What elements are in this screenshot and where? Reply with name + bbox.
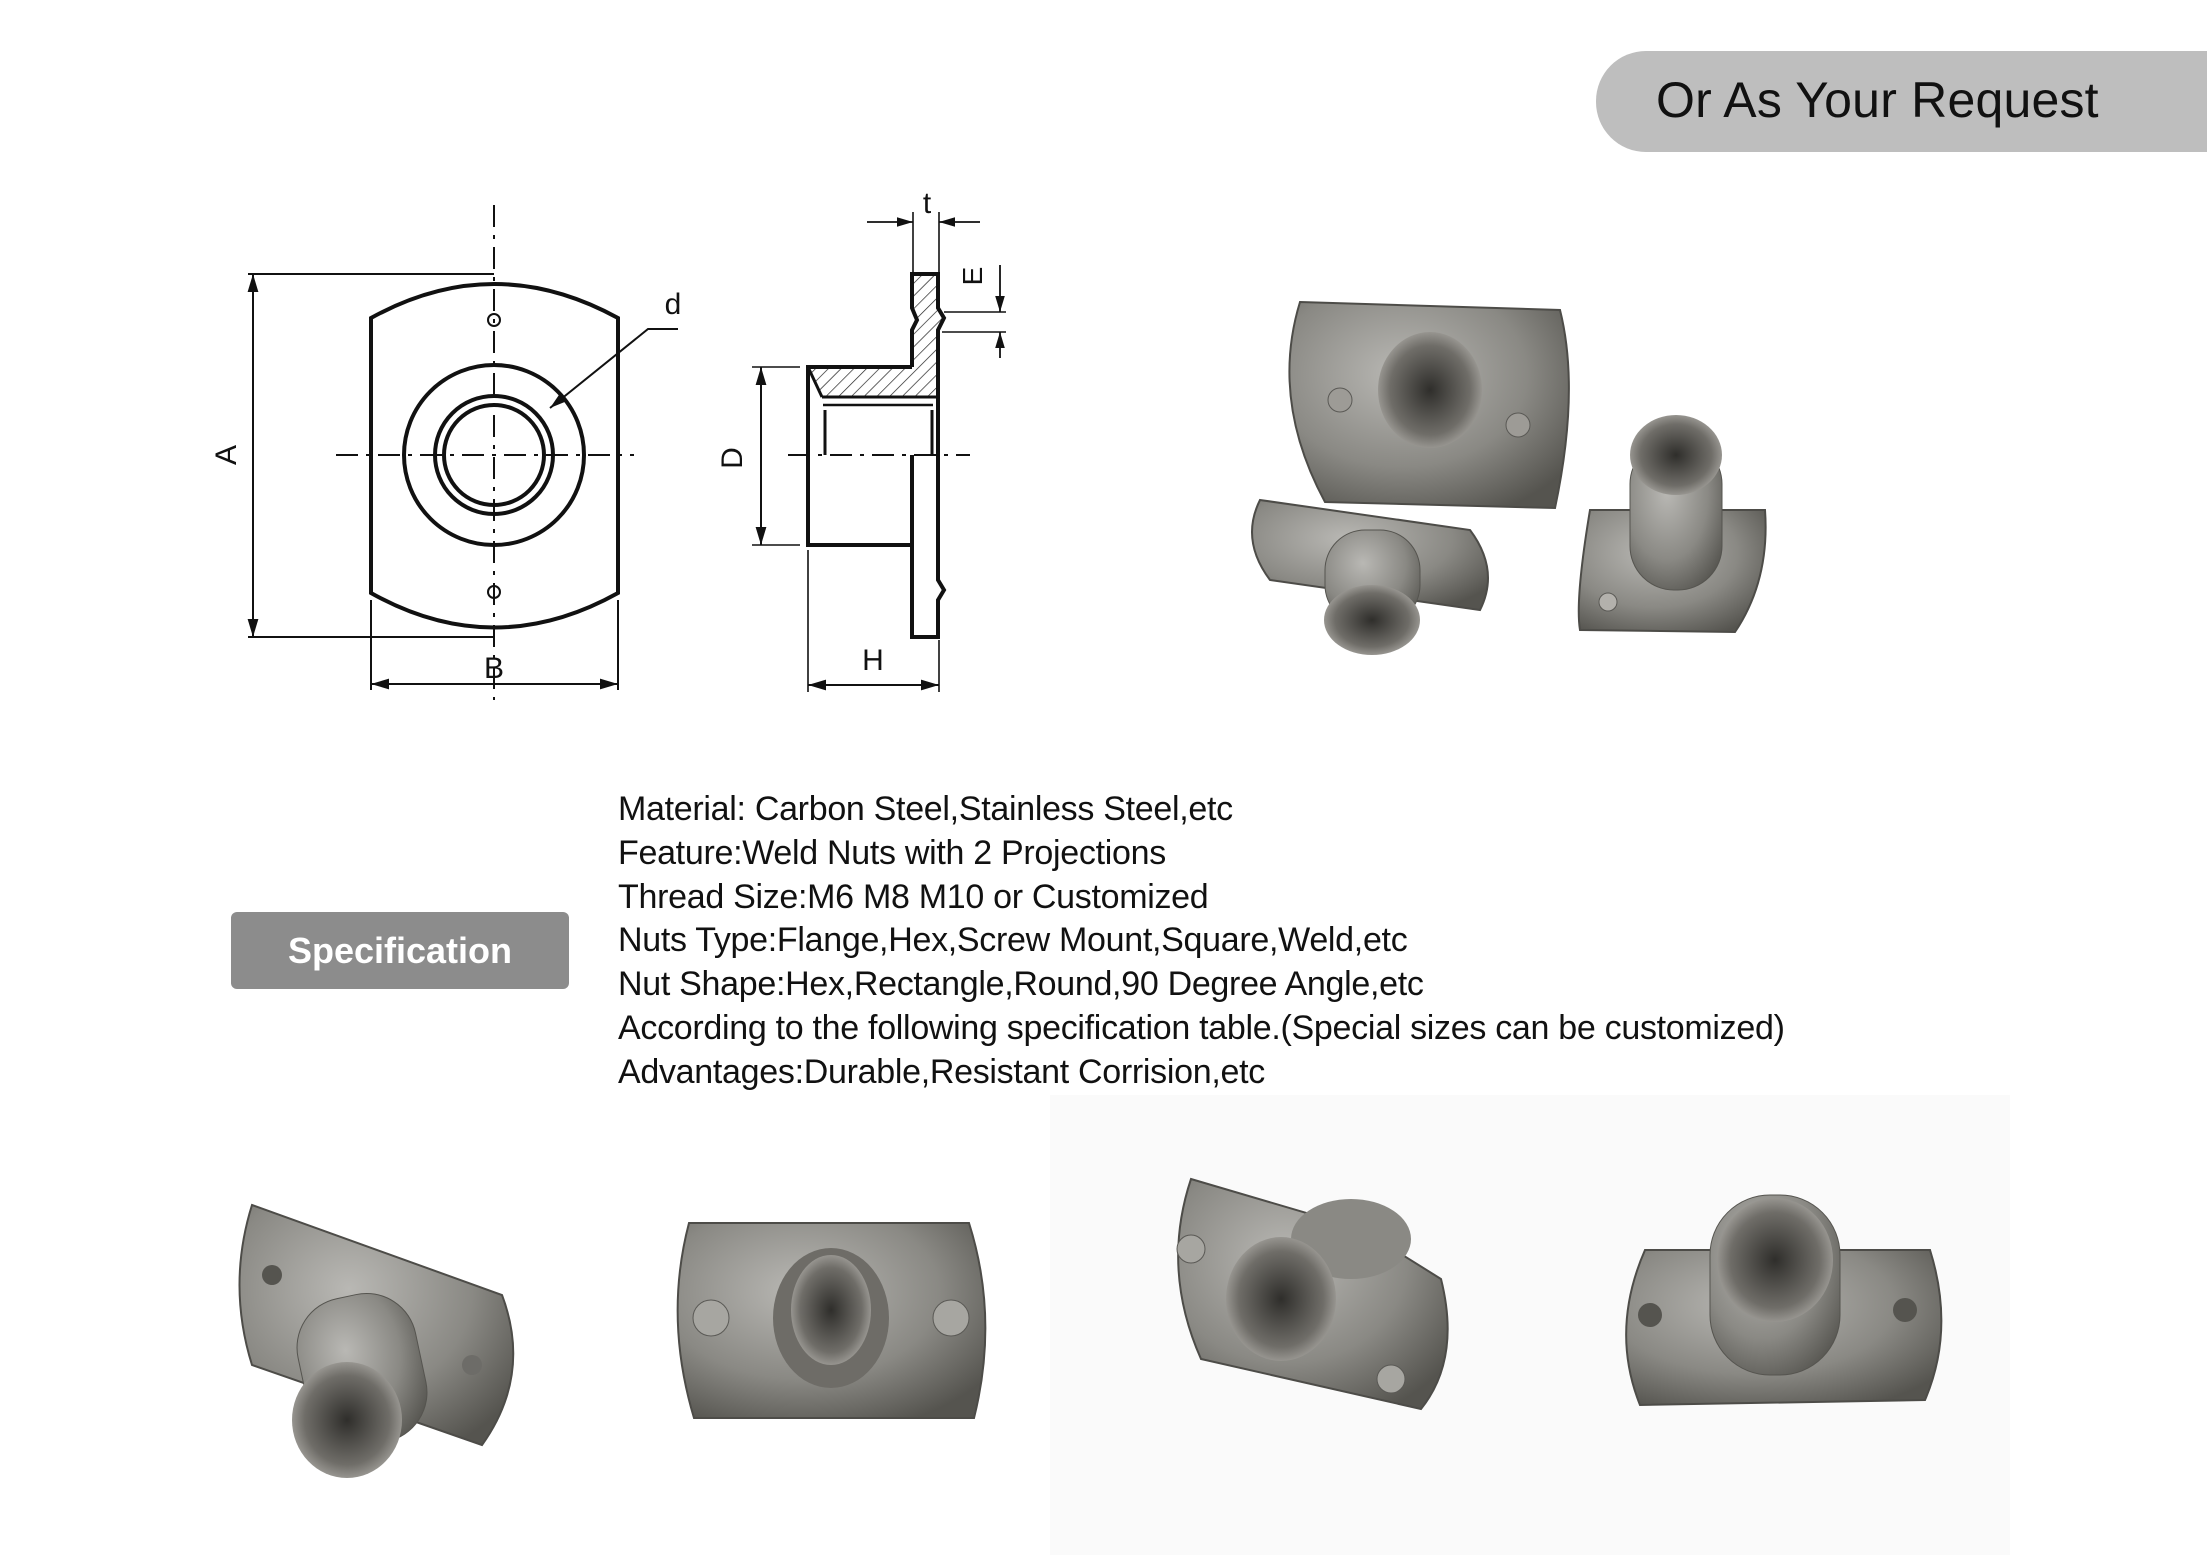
spec-line-thread-size: Thread Size:M6 M8 M10 or Customized [618,877,1209,916]
technical-drawing: A B d [0,0,1100,720]
dim-label-d-outer: D [716,447,749,469]
specification-list: Material: Carbon Steel,Stainless Steel,e… [618,788,1785,1095]
dim-label-e: E [957,267,988,286]
specification-badge-label: Specification [287,929,513,971]
spec-line-nuts-type: Nuts Type:Flange,Hex,Screw Mount,Square,… [618,921,1408,960]
dim-label-d: d [665,288,682,321]
weld-nut-photo-icon [238,1203,515,1478]
weld-nut-photo-icon [1251,300,1767,655]
front-view [247,205,678,700]
weld-nut-photo-1 [232,1195,542,1480]
weld-nut-photo-icon [1625,1194,1943,1407]
weld-nut-photo-4 [1605,1190,1950,1408]
request-banner: Or As Your Request [1596,51,2207,152]
side-view [752,212,1006,692]
weld-nut-photo-icon [676,1222,987,1419]
weld-nut-photo-group [1230,280,1790,660]
request-label: Or As Your Request [1656,72,2099,128]
spec-line-table-note: According to the following specification… [618,1008,1785,1047]
weld-nut-photo-3 [1161,1169,1450,1415]
weld-nut-photo-icon [1176,1177,1449,1411]
dim-label-h: H [862,644,884,677]
specification-badge: Specification [231,912,569,989]
dim-label-b: B [484,652,504,685]
spec-line-material: Material: Carbon Steel,Stainless Steel,e… [618,790,1233,828]
dim-label-t: t [923,187,932,220]
spec-line-feature: Feature:Weld Nuts with 2 Projections [618,833,1166,872]
dim-label-a: A [210,445,243,465]
spec-line-nut-shape: Nut Shape:Hex,Rectangle,Round,90 Degree … [618,965,1424,1004]
weld-nut-photo-2 [669,1218,992,1422]
spec-line-advantages: Advantages:Durable,Resistant Corrision,e… [618,1052,1265,1091]
